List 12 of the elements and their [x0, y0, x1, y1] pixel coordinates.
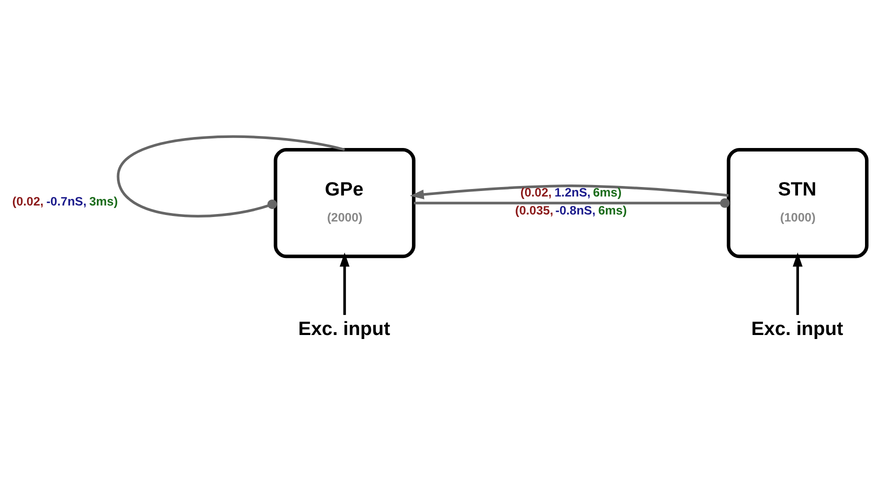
arrow — [792, 252, 803, 315]
node-text: Exc. input — [298, 318, 390, 340]
edge-label: (0.02, 1.2nS, 6ms) — [520, 185, 622, 200]
arrow — [340, 252, 350, 315]
edge-label: (0.035, -0.8nS, 6ms) — [515, 204, 627, 218]
connector — [116, 135, 345, 218]
node-box: STN (1000) — [726, 148, 868, 258]
arrow — [410, 184, 729, 200]
node-box: GPe (2000) — [274, 148, 416, 258]
connector — [414, 198, 730, 208]
node-text: Exc. input — [751, 318, 844, 340]
edge-label: (0.02, -0.7nS, 3ms) — [12, 194, 118, 208]
